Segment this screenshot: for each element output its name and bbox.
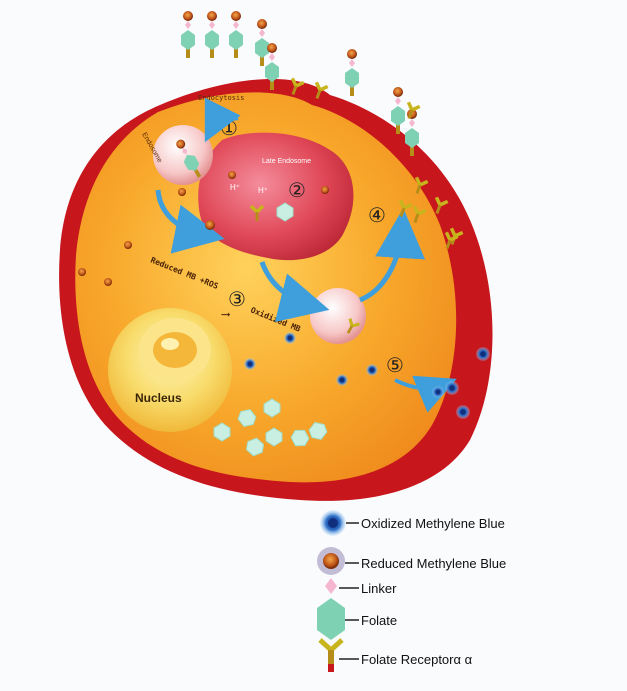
legend-label-receptor: Folate Receptorα α bbox=[361, 652, 473, 667]
svg-text:⑤: ⑤ bbox=[386, 355, 404, 377]
folate-icon bbox=[317, 598, 345, 640]
step-5: ⑤ bbox=[386, 355, 404, 377]
reduced-methylene-blue-icon bbox=[317, 547, 345, 575]
legend-item-linker: Linker bbox=[325, 578, 397, 596]
reduced-mb bbox=[124, 241, 132, 249]
legend-label-folate: Folate bbox=[361, 613, 397, 628]
h-plus-label-1: H⁺ bbox=[230, 183, 240, 192]
folate-receptor-icon bbox=[320, 640, 342, 672]
legend: Oxidized Methylene Blue Reduced Methylen… bbox=[317, 510, 506, 672]
legend-item-folate: Folate bbox=[317, 598, 397, 640]
h-plus-label-2: H⁺ bbox=[258, 186, 268, 195]
svg-text:③: ③ bbox=[228, 289, 246, 311]
legend-label-reduced: Reduced Methylene Blue bbox=[361, 556, 506, 571]
linker-icon bbox=[325, 578, 337, 594]
reduced-mb bbox=[178, 188, 186, 196]
folate-conjugate bbox=[255, 19, 269, 66]
folate-conjugate bbox=[205, 11, 219, 58]
legend-item-oxidized: Oxidized Methylene Blue bbox=[320, 510, 505, 536]
folate-conjugate bbox=[229, 11, 243, 58]
reduced-mb bbox=[321, 186, 329, 194]
late-endosome bbox=[198, 133, 353, 261]
legend-label-oxidized: Oxidized Methylene Blue bbox=[361, 516, 505, 531]
step-2: ② bbox=[288, 180, 306, 202]
legend-item-receptor: Folate Receptorα α bbox=[320, 640, 473, 672]
endocytosis-label: Endocytosis bbox=[198, 94, 244, 102]
legend-label-linker: Linker bbox=[361, 581, 397, 596]
endosome-vesicle bbox=[153, 125, 213, 185]
nucleus-label: Nucleus bbox=[135, 391, 182, 405]
recycling-vesicle bbox=[310, 288, 366, 344]
reduced-mb bbox=[104, 278, 112, 286]
reduced-mb bbox=[78, 268, 86, 276]
step-3: ③ bbox=[228, 289, 246, 311]
reduced-mb bbox=[205, 220, 215, 230]
step-4: ④ bbox=[368, 205, 386, 227]
svg-text:②: ② bbox=[288, 180, 306, 202]
folate-conjugate bbox=[181, 11, 195, 58]
late-endosome-label: Late Endosome bbox=[262, 158, 311, 165]
nucleus bbox=[108, 308, 232, 432]
folate-conjugate bbox=[345, 49, 359, 96]
svg-text:④: ④ bbox=[368, 205, 386, 227]
legend-item-reduced: Reduced Methylene Blue bbox=[317, 547, 506, 575]
reduced-mb bbox=[228, 171, 236, 179]
